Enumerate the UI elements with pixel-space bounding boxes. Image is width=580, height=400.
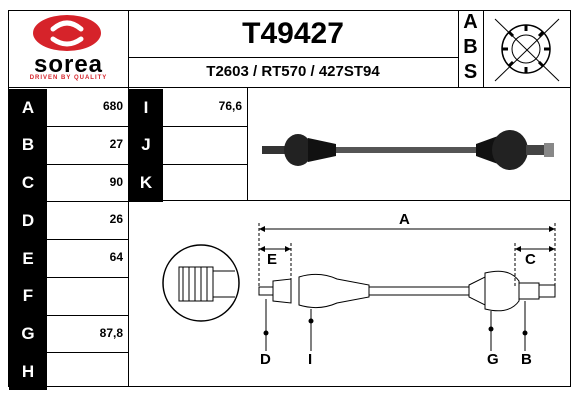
header-mid-line <box>128 57 458 58</box>
header-divider-2 <box>458 11 459 87</box>
spec-value-i: 76,6 <box>218 99 242 113</box>
spec-row-divider <box>9 239 128 240</box>
spec-row-divider <box>9 163 128 165</box>
mid-divider <box>247 87 248 200</box>
diagram-label-i: I <box>308 351 313 368</box>
cross-references: T2603 / RT570 / 427ST94 <box>206 63 380 80</box>
brand-tagline: DRIVEN BY QUALITY <box>29 75 108 81</box>
spec-row-divider <box>9 276 128 278</box>
spec-value-b: 27 <box>109 136 123 151</box>
spec-label-i: I <box>129 89 163 126</box>
spec-label-g: G <box>9 315 47 353</box>
spec-value-g: 87,8 <box>99 325 123 340</box>
diagram-label-a: A <box>399 211 410 228</box>
spec-row-divider <box>9 352 128 354</box>
abs-letter-b: B <box>463 36 478 58</box>
header-divider-1 <box>128 11 129 87</box>
part-number: T49427 <box>242 17 344 50</box>
diagram-label-c: C <box>525 251 536 268</box>
mid-bottom-line <box>128 200 570 201</box>
spec-label-e: E <box>9 240 47 277</box>
header-bottom-line <box>9 87 570 88</box>
spec-row-divider <box>9 201 128 203</box>
spec-sheet: sorea DRIVEN BY QUALITY T49427 T2603 / R… <box>8 10 571 391</box>
dimension-diagram <box>258 223 556 351</box>
diagram-label-b: B <box>521 351 532 368</box>
spec-label-k: K <box>129 164 163 202</box>
abs-letter-s: S <box>463 61 478 83</box>
spec-row-divider <box>128 163 247 165</box>
brand-logo: sorea DRIVEN BY QUALITY <box>9 11 128 87</box>
diagram-label-e: E <box>267 251 278 268</box>
spec-label-a: A <box>9 89 47 126</box>
spec-value-c: 90 <box>109 174 123 189</box>
diagram-label-d: D <box>260 351 271 368</box>
spec-row-divider <box>128 125 247 127</box>
diagram-label-g: G <box>487 351 499 368</box>
spec-label-d: D <box>9 202 47 240</box>
spec-label-b: B <box>9 126 47 164</box>
spec-label-f: F <box>9 277 47 315</box>
sorea-logo-icon <box>33 15 101 51</box>
spec-divider <box>128 87 129 386</box>
spec-row-divider <box>9 125 128 127</box>
brand-name: sorea <box>33 51 104 78</box>
spec-value-d: 26 <box>109 212 123 227</box>
spec-row-divider <box>9 314 128 316</box>
spec-value-e: 64 <box>109 250 123 264</box>
spec-label-j: J <box>129 126 163 164</box>
spec-value-a: 680 <box>102 99 123 113</box>
header-divider-3 <box>483 11 484 87</box>
abs-letter-a: A <box>463 11 478 33</box>
spec-label-h: H <box>9 353 47 391</box>
driveshaft-product-drawing <box>262 130 554 170</box>
spline-cross-section-icon <box>162 244 240 322</box>
abs-ring-crossed-icon <box>483 11 570 87</box>
spec-label-c: C <box>9 164 47 202</box>
abs-letters: A B S <box>458 11 483 87</box>
